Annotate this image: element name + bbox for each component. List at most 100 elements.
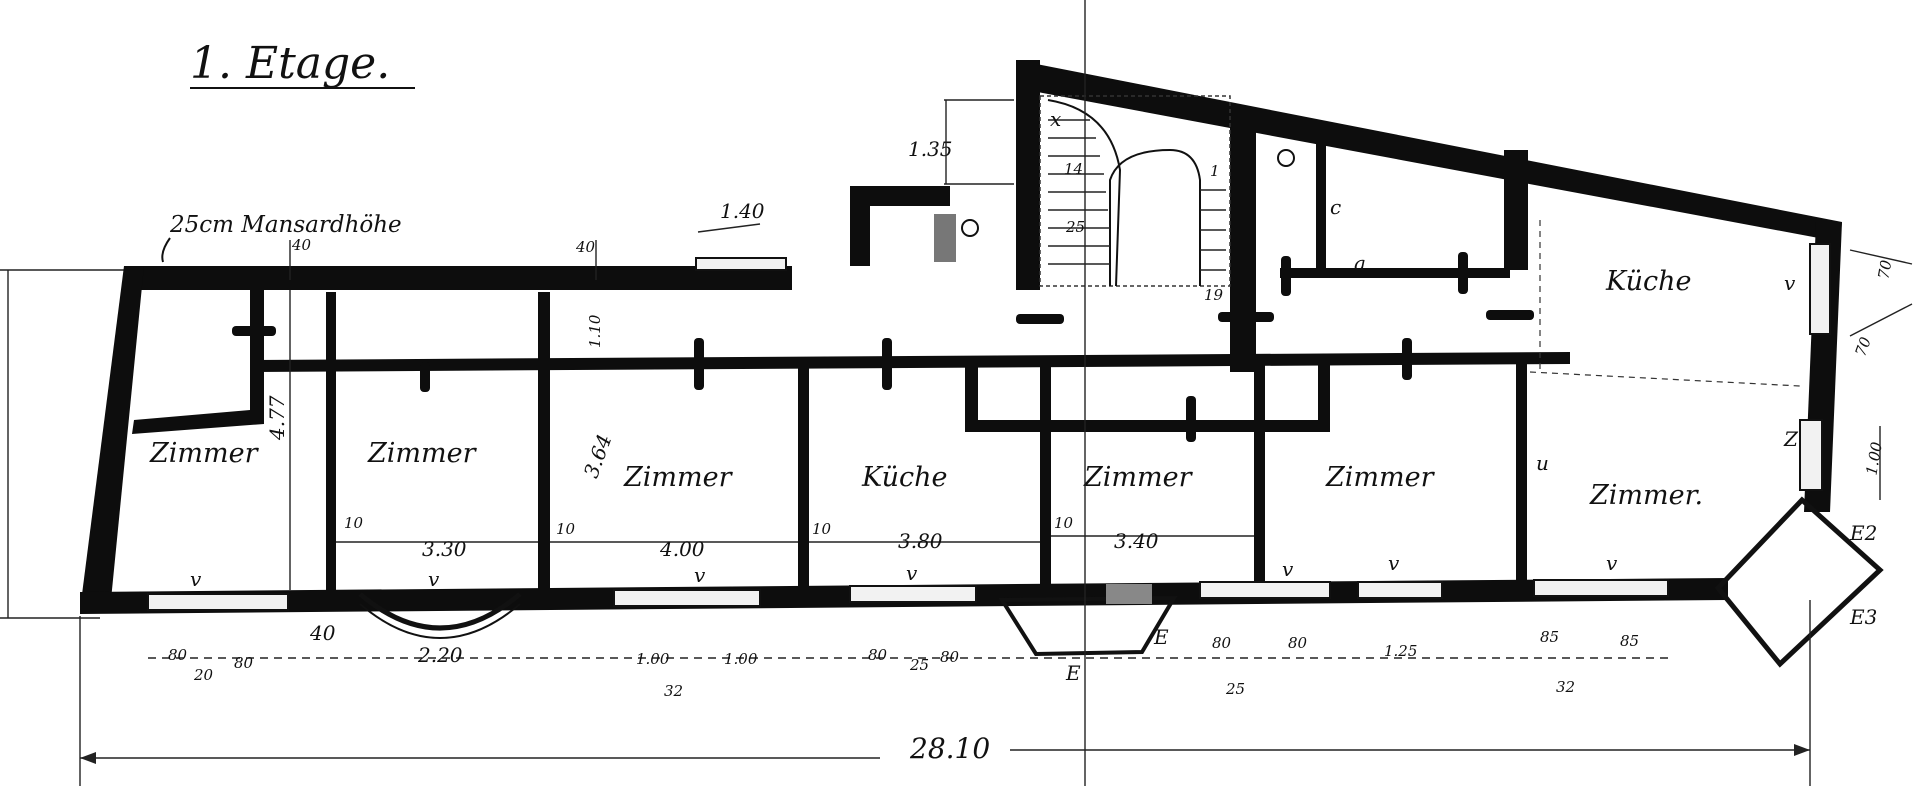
top-wall-left (124, 266, 792, 290)
dim-line (697, 223, 761, 233)
kitchen-counter-line (1529, 371, 1801, 387)
window-width: 32 (664, 682, 683, 700)
window-width: 25 (1225, 680, 1245, 698)
wall-thickness: 10 (1054, 514, 1074, 532)
wall-thickness: 40 (309, 621, 336, 645)
mansard-note: 25cm Mansardhöhe (169, 212, 402, 238)
upper-partition (1280, 268, 1510, 278)
door-mark (420, 362, 430, 392)
window-mark: v (190, 567, 202, 591)
height-dim: 1.10 (586, 314, 604, 348)
stair-treads (1048, 119, 1226, 271)
room-mark: a (1354, 251, 1366, 275)
corner-bay (1714, 496, 1884, 668)
bay-mark: E (1065, 661, 1081, 685)
room-label: Zimmer (149, 438, 260, 469)
window-mark: v (906, 561, 918, 585)
divider-2 (538, 292, 550, 594)
wall-thickness: 10 (812, 520, 832, 538)
stove-fixture (961, 219, 979, 237)
dim-line (1849, 249, 1913, 265)
window-width: 1.25 (1384, 642, 1417, 660)
wall-thickness: 10 (556, 520, 576, 538)
divider-5 (1254, 362, 1265, 584)
window (147, 593, 289, 611)
note-leader (161, 237, 171, 263)
divider-4 (1040, 362, 1051, 586)
window-width: 2.20 (417, 643, 463, 667)
window (849, 585, 977, 603)
room-label: Zimmer (1083, 462, 1194, 493)
window-width: 85 (1540, 628, 1559, 646)
corridor-recess (965, 360, 1330, 432)
window (695, 257, 787, 271)
divider-1 (326, 292, 336, 590)
stair-step-label: 14 (1064, 160, 1083, 178)
window-width: 20 (193, 666, 214, 684)
door-mark (232, 326, 276, 336)
window-width: 80 (940, 648, 960, 666)
stair-step-label: 25 (1065, 218, 1085, 236)
room-label: Küche (1605, 266, 1691, 297)
window (1799, 419, 1823, 491)
room-label: Zimmer. (1589, 480, 1703, 511)
window-width: 32 (1556, 678, 1575, 696)
window-width: 80 (168, 646, 188, 664)
window (1809, 243, 1831, 335)
bay-window-inner (359, 603, 521, 639)
wall-niche (1106, 584, 1152, 604)
room-width: 3.30 (422, 537, 467, 561)
door-mark (1486, 310, 1534, 320)
stair-inner-rail (1109, 148, 1201, 286)
chimney-flue (934, 214, 956, 262)
height-dim: 1.00 (1862, 440, 1886, 476)
window-width: 80 (868, 646, 888, 664)
tower-top-wall (1016, 60, 1842, 242)
height-dim: 70 (1851, 334, 1875, 359)
window-mark: v (1606, 551, 1618, 575)
closet-wall (132, 290, 264, 434)
stair-well (1039, 95, 1231, 287)
window-width: 25 (909, 656, 929, 674)
door-mark (694, 338, 704, 390)
plan-title: 1. Etage. (190, 38, 390, 89)
door-mark (1402, 338, 1412, 380)
window-width: 80 (1212, 634, 1232, 652)
room-label: Zimmer (367, 438, 478, 469)
kitchen-left-wall (1504, 150, 1528, 270)
wall-mark: Z (1783, 427, 1799, 451)
wall-thickness: 40 (575, 238, 596, 256)
bay-mark: E (1153, 625, 1169, 649)
door-mark (1458, 252, 1468, 294)
room-mark: c (1330, 195, 1341, 219)
tower-left-wall (1016, 60, 1040, 290)
chimney-block (850, 186, 950, 266)
window-width: 80 (234, 654, 254, 672)
window (1357, 581, 1443, 599)
divider-3 (798, 362, 809, 588)
room-label: Küche (861, 462, 947, 493)
window-width: 85 (1620, 632, 1639, 650)
door-mark (1186, 396, 1196, 442)
height-dim: 70 (1874, 258, 1895, 280)
left-wall (80, 266, 144, 610)
bay-mark: E3 (1849, 605, 1877, 629)
wc-wall (1316, 140, 1326, 270)
window-width: 1.00 (724, 650, 758, 668)
room-width: 3.40 (1114, 529, 1159, 553)
room-width: 3.80 (898, 529, 943, 553)
window (1199, 581, 1331, 599)
door-mark (882, 338, 892, 390)
arrow-right (1794, 744, 1810, 756)
stair-step-label: 1 (1210, 162, 1220, 180)
stair-right-wall (1230, 128, 1256, 372)
window-mark: v (1388, 551, 1400, 575)
bay-window (358, 592, 522, 631)
window-mark: v (428, 567, 440, 591)
room-label: Zimmer (1325, 462, 1436, 493)
divider-6 (1516, 360, 1527, 582)
room-mark: u (1536, 451, 1549, 475)
door-mark (1281, 256, 1291, 296)
wall-thickness: 40 (291, 236, 312, 254)
